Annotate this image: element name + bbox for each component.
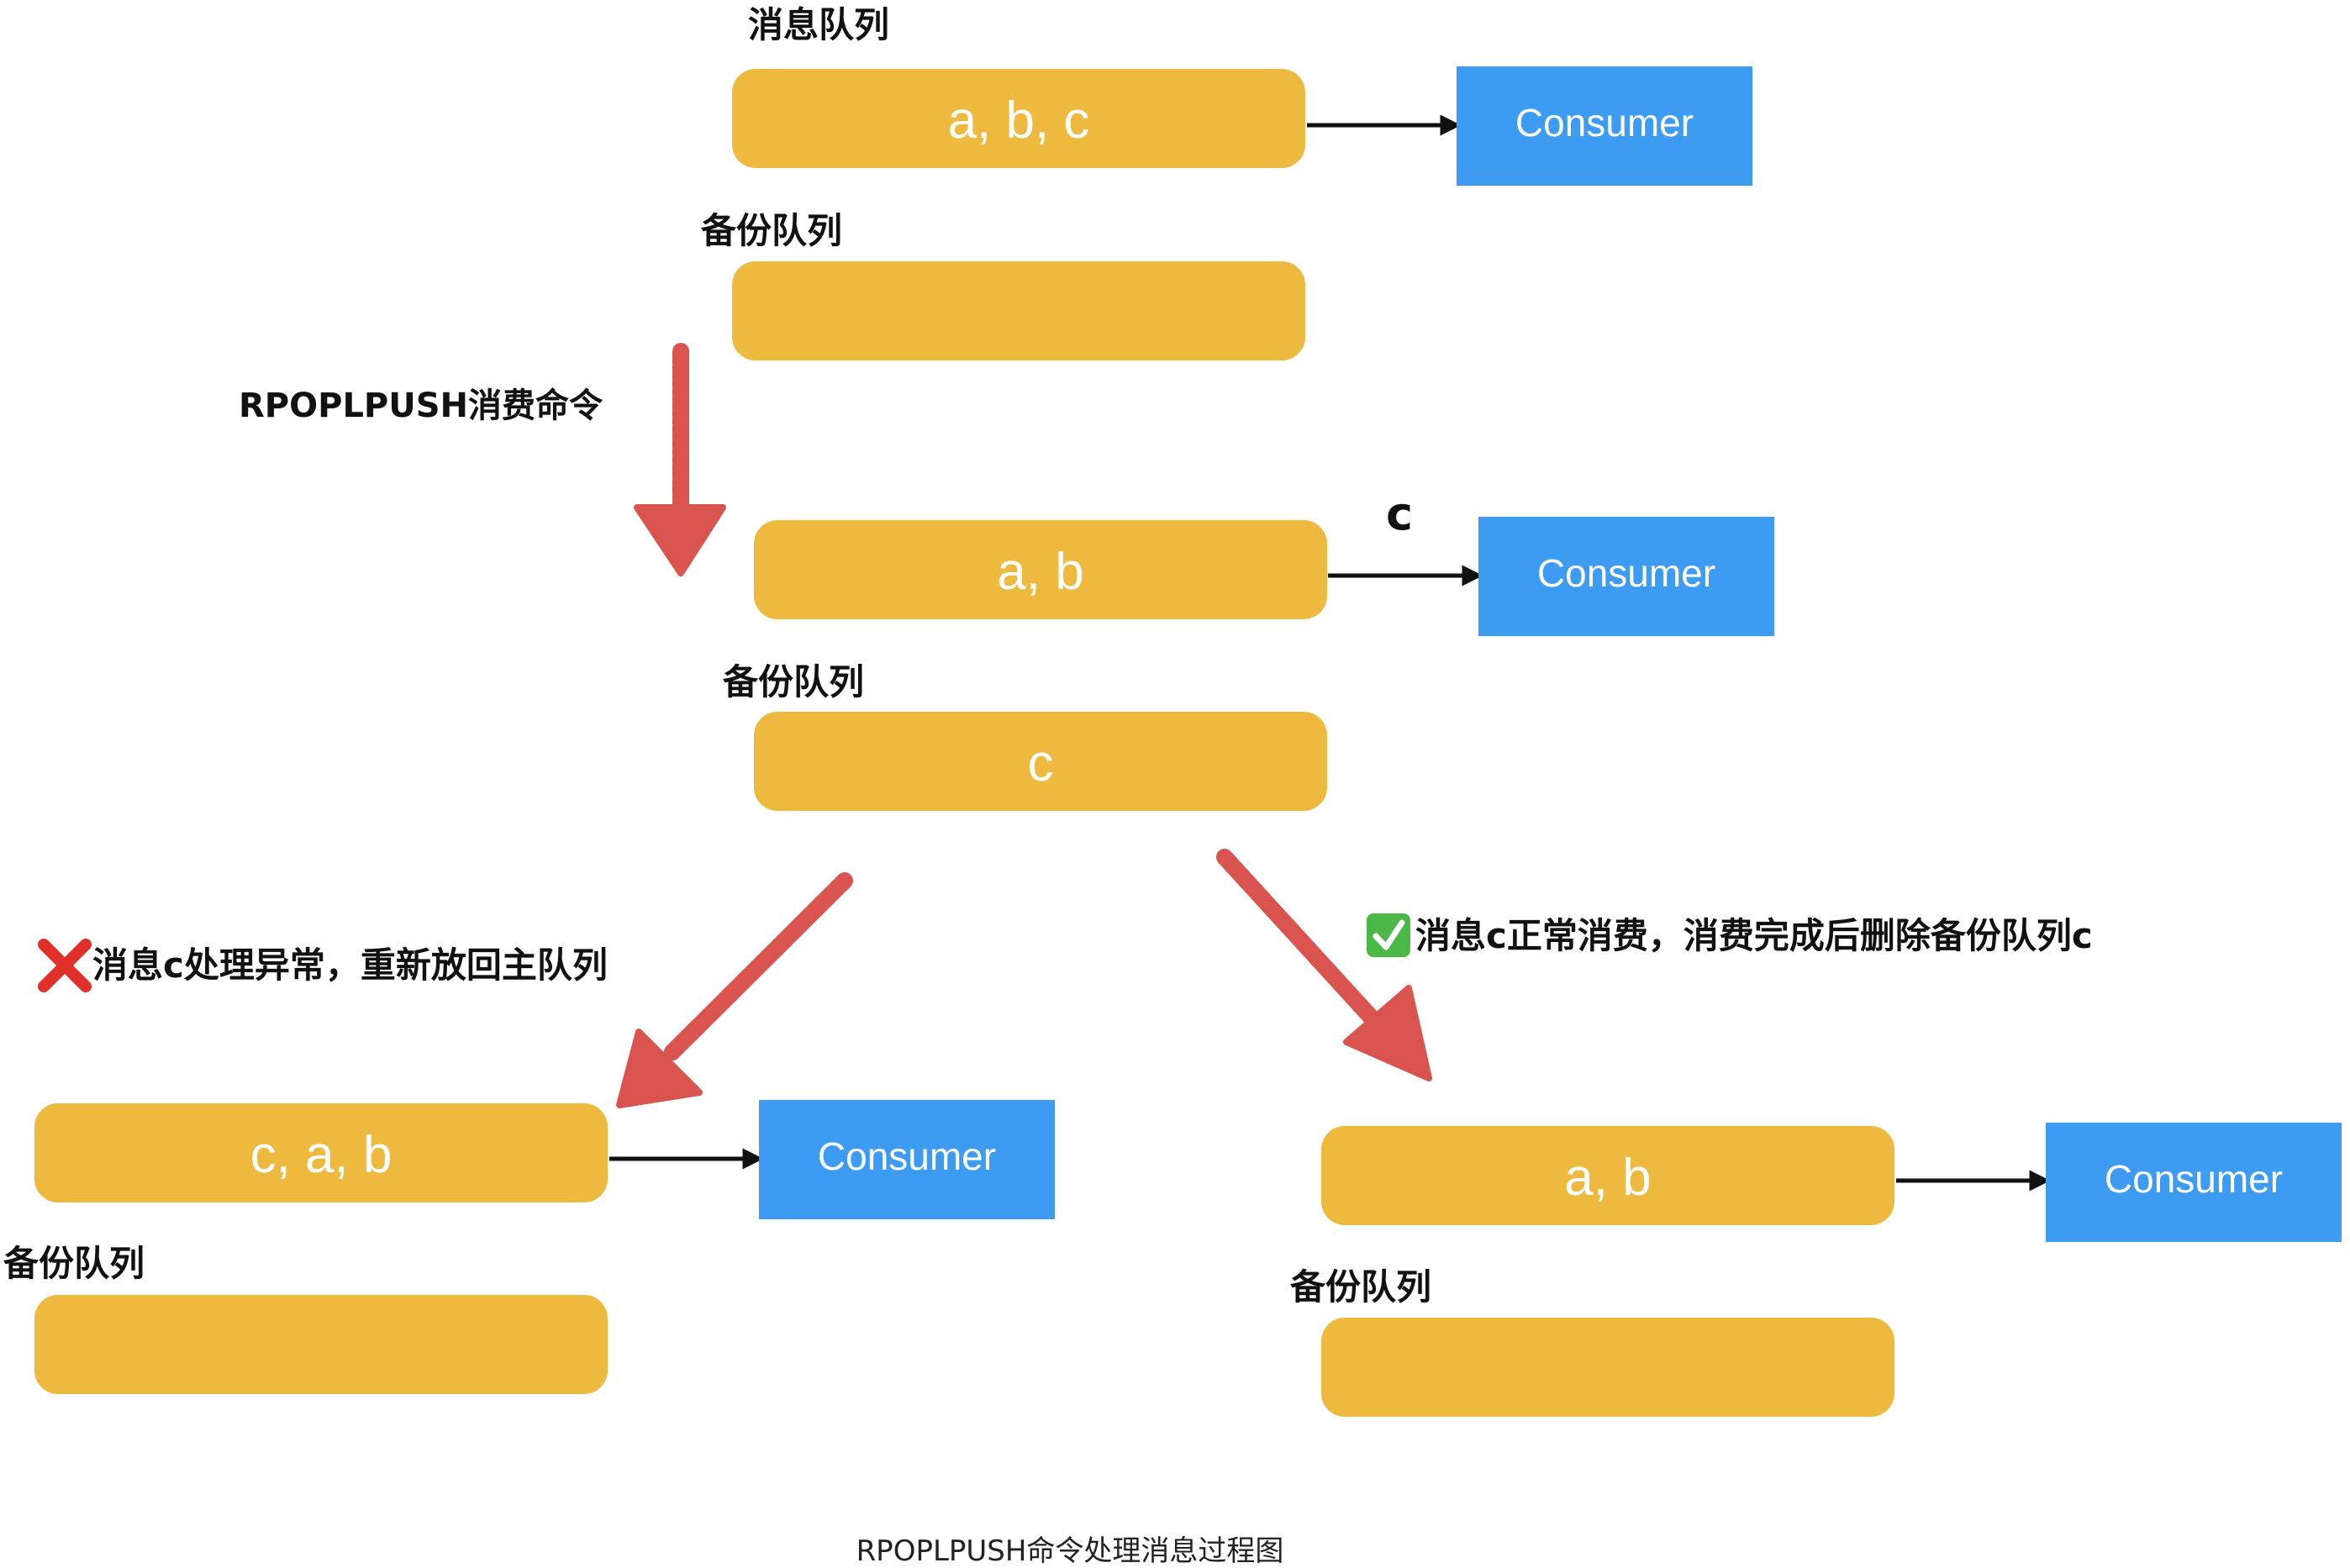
- main-queue: [1321, 1126, 1894, 1225]
- backup-queue: [34, 1295, 608, 1394]
- failure-branch-label: 消息c处理异常，重新放回主队列: [92, 944, 608, 986]
- consumer-box: [1478, 517, 1774, 636]
- consumer-box: [2046, 1123, 2342, 1242]
- backup-queue-title: 备份队列: [723, 661, 864, 702]
- consumer-label: Consumer: [1537, 551, 1715, 595]
- main-queue-content: a, b: [1564, 1149, 1651, 1207]
- consumer-label: Consumer: [1515, 101, 1694, 145]
- cross-icon: [38, 939, 92, 992]
- backup-queue-title: 备份队列: [3, 1243, 145, 1284]
- consumer-label: Consumer: [818, 1134, 996, 1178]
- main-queue-content: a, b: [997, 543, 1083, 601]
- red-left-arrow: [616, 872, 853, 1108]
- red-right-arrow: [1216, 849, 1432, 1081]
- consumer-box: [759, 1100, 1055, 1219]
- main-queue: [754, 520, 1327, 619]
- rpoplpush-step-label: RPOPLPUSH消费命令: [239, 387, 603, 425]
- backup-queue-title: 备份队列: [1290, 1266, 1431, 1308]
- backup-queue-content: c: [1028, 734, 1054, 792]
- main-queue: [34, 1103, 608, 1202]
- backup-queue: [754, 712, 1327, 811]
- main-queue-title: 消息队列: [748, 4, 889, 45]
- backup-queue: [1321, 1318, 1894, 1417]
- red-down-arrow: [634, 343, 726, 576]
- popped-item-label: c: [1386, 487, 1413, 540]
- consumer-label: Consumer: [2105, 1157, 2283, 1201]
- main-queue: [732, 69, 1305, 168]
- check-icon: [1367, 913, 1410, 957]
- backup-queue-title: 备份队列: [701, 210, 842, 251]
- main-queue-content: a, b, c: [948, 92, 1090, 150]
- diagram-caption: RPOPLPUSH命令处理消息过程图: [856, 1534, 1284, 1568]
- backup-queue: [732, 261, 1305, 360]
- consumer-box: [1457, 66, 1752, 186]
- success-branch-label: 消息c正常消费，消费完成后删除备份队列c: [1415, 915, 2093, 956]
- main-queue-content: c, a, b: [250, 1126, 393, 1184]
